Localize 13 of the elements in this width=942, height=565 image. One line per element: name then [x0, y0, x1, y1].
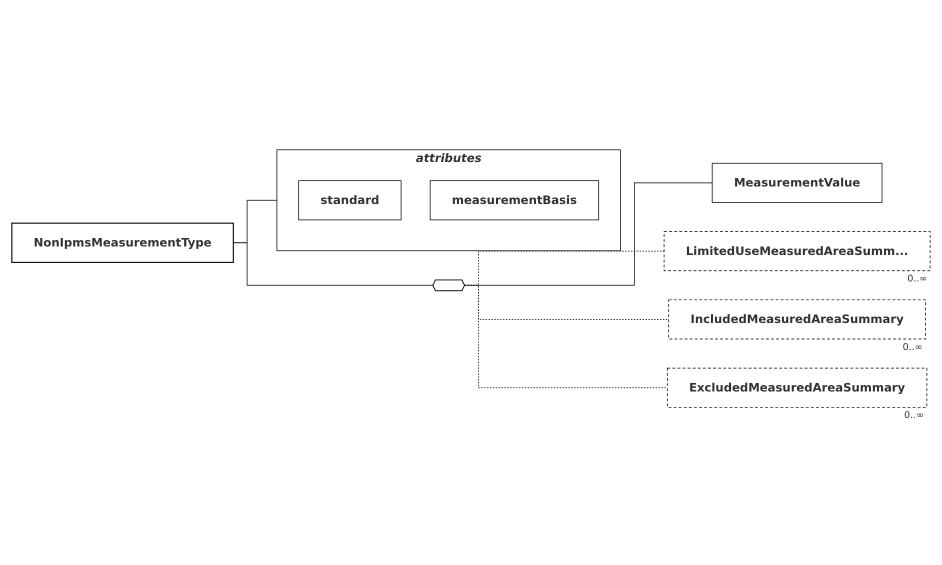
- node-box: IncludedMeasuredAreaSummary: [668, 299, 926, 339]
- multiplicity-label: 0..∞: [907, 273, 928, 284]
- multiplicity-label: 0..∞: [902, 342, 923, 352]
- multiplicity-label: 0..∞: [904, 410, 924, 421]
- connector: [232, 200, 278, 243]
- node-box: MeasurementValue: [712, 162, 882, 202]
- node-box: LimitedUseMeasuredAreaSumm...: [664, 230, 930, 271]
- connector: [464, 284, 668, 388]
- connector: [464, 182, 713, 286]
- node-box: NonIpmsMeasurementType: [11, 222, 234, 263]
- node-box: ExcludedMeasuredAreaSummary: [666, 367, 928, 408]
- node-box: measurementBasis: [430, 180, 600, 220]
- node-box: standard: [298, 180, 402, 220]
